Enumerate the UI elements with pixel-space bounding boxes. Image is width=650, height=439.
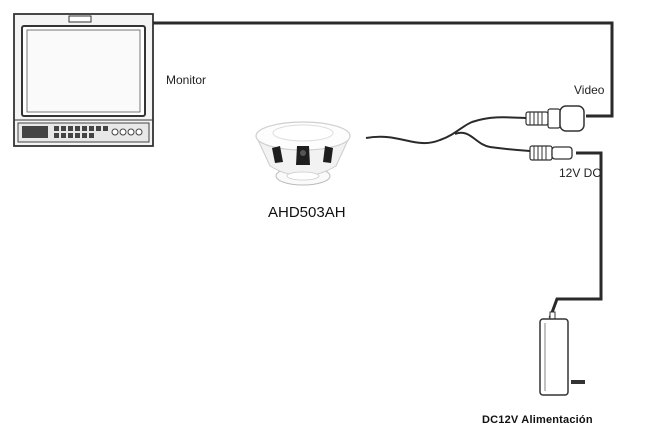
- monitor-label: Monitor: [166, 73, 207, 87]
- camera-cable: [365, 116, 527, 145]
- camera-icon: [255, 121, 351, 186]
- video-label: Video: [574, 83, 605, 97]
- camera-dc-lead: [454, 131, 531, 152]
- monitor-icon: [13, 13, 154, 147]
- power-supply-icon: [539, 311, 585, 396]
- dc-input-label: 12V DC: [559, 166, 602, 180]
- video-cable: [153, 21, 614, 118]
- camera-model-label: AHD503AH: [268, 204, 346, 221]
- dc-plug-icon: [529, 145, 573, 161]
- dc-cable: [548, 151, 603, 319]
- power-supply-label: DC12V Alimentación: [482, 414, 593, 426]
- video-connector-icon: [525, 105, 585, 132]
